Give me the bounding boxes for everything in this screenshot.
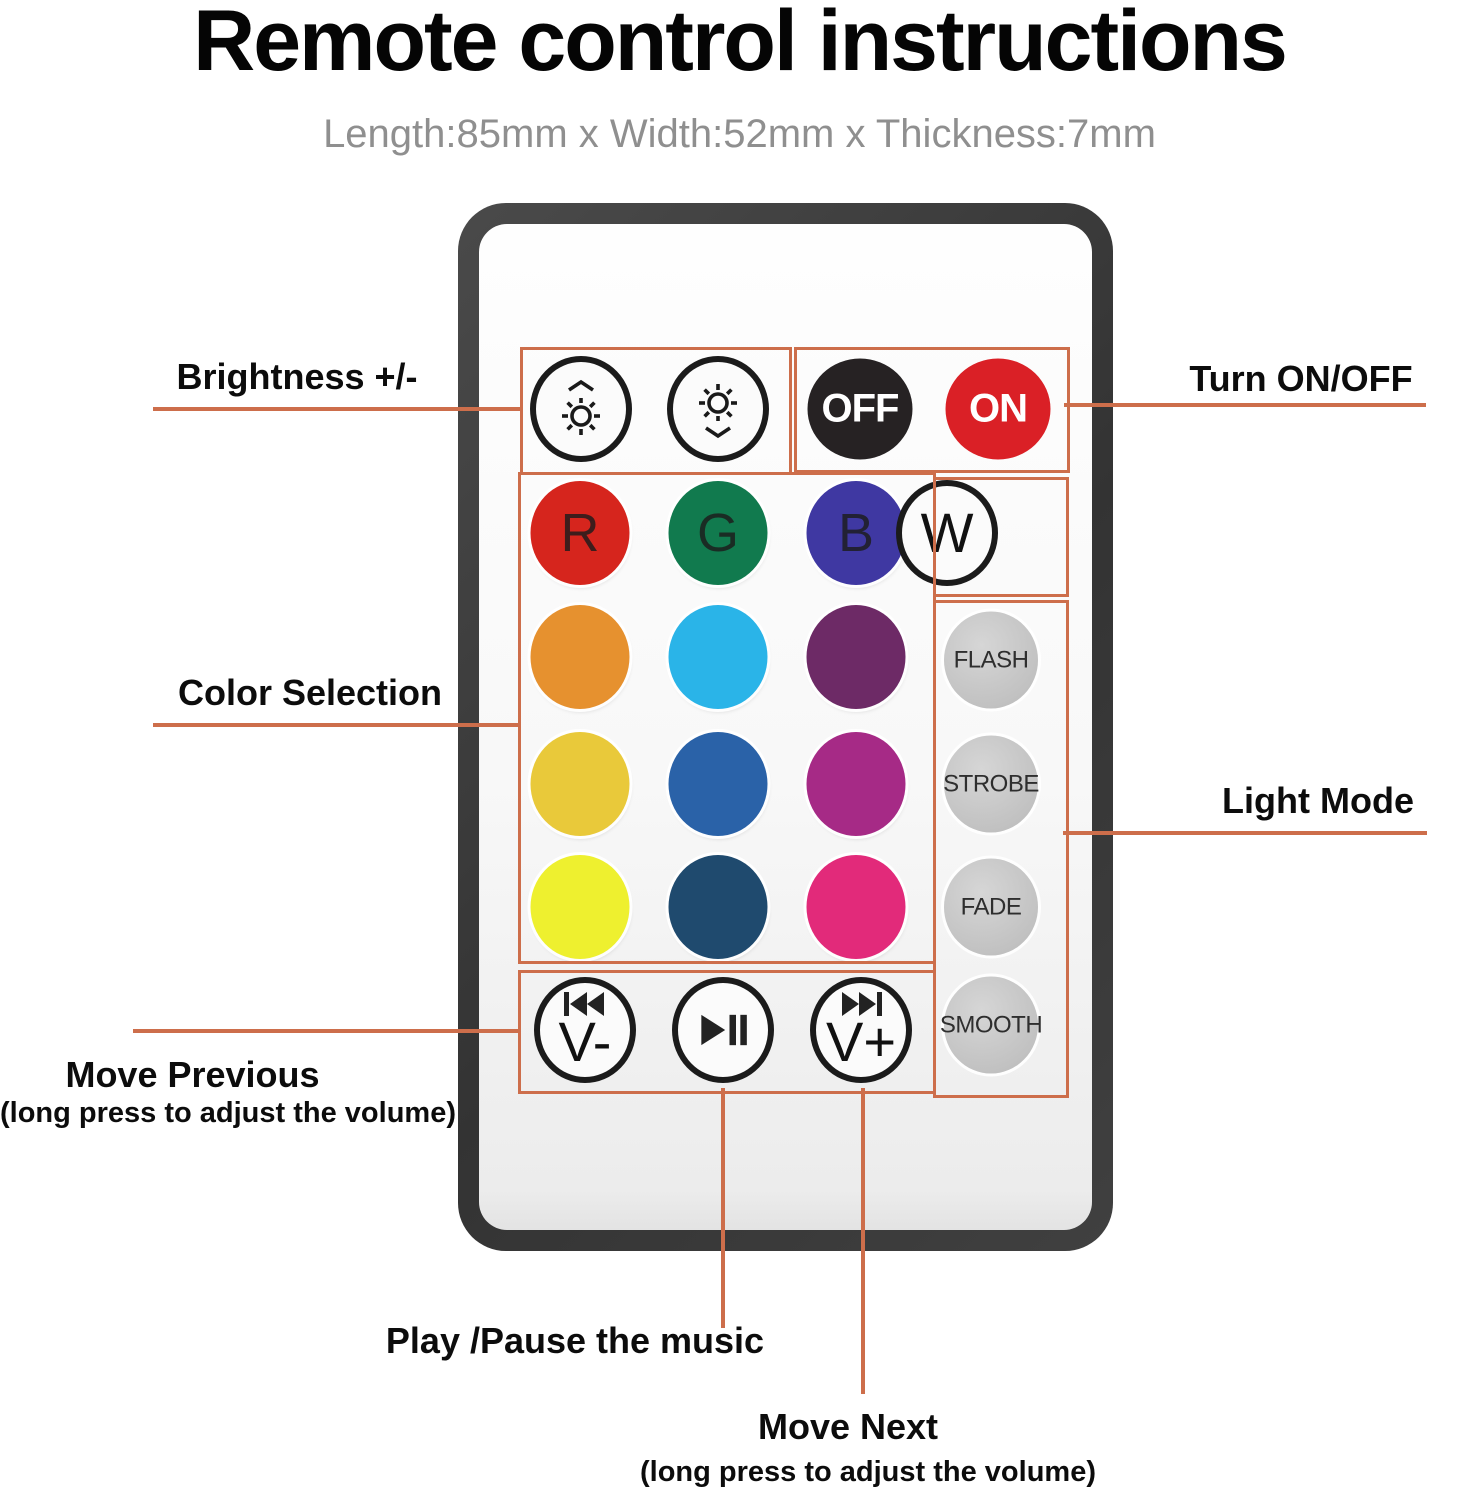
skip-previous-icon xyxy=(564,992,604,1016)
power-group-outline xyxy=(794,347,1070,473)
power-pointer-line xyxy=(1064,403,1426,407)
color-button-gold[interactable] xyxy=(530,732,630,836)
brightness-pointer-line xyxy=(153,407,520,411)
color-button-white[interactable]: W xyxy=(896,480,998,586)
volume-up-label: V+ xyxy=(825,1010,897,1073)
sun-arrow-up-icon xyxy=(562,379,600,435)
color-button-yellow[interactable] xyxy=(530,855,630,959)
color-button-green[interactable]: G xyxy=(668,481,768,585)
next-track-button[interactable]: V+ xyxy=(810,977,912,1083)
brightness-down-button[interactable] xyxy=(667,356,769,462)
white-button-outline xyxy=(933,477,1069,597)
skip-next-icon xyxy=(842,992,882,1016)
fade-mode-button[interactable]: FADE xyxy=(944,858,1038,956)
move-previous-sublabel: (long press to adjust the volume) xyxy=(0,1097,456,1129)
smooth-mode-label: SMOOTH xyxy=(939,1011,1043,1038)
brightness-label: Brightness +/- xyxy=(176,356,418,397)
move-next-sublabel: (long press to adjust the volume) xyxy=(640,1456,1096,1488)
smooth-mode-button[interactable]: SMOOTH xyxy=(940,976,1043,1074)
light-mode-pointer-line xyxy=(1063,831,1427,835)
color-button-medium-blue[interactable] xyxy=(668,732,768,836)
white-button-label: W xyxy=(920,501,974,564)
move-previous-pointer-line xyxy=(133,1029,518,1033)
color-button-sky-blue[interactable] xyxy=(668,605,768,709)
move-next-label: Move Next xyxy=(757,1406,939,1447)
dimensions-subtitle: Length:85mm x Width:52mm x Thickness:7mm xyxy=(323,112,1156,156)
color-selection-label: Color Selection xyxy=(177,672,443,713)
play-pause-icon xyxy=(701,1014,747,1046)
light-mode-label: Light Mode xyxy=(1222,780,1414,821)
color-selection-group-outline xyxy=(518,472,936,964)
color-button-navy[interactable] xyxy=(668,855,768,959)
light-mode-group-outline xyxy=(933,600,1069,1098)
brightness-group-outline xyxy=(520,347,792,475)
play-pause-pointer-line xyxy=(721,1088,725,1328)
sun-arrow-down-icon xyxy=(699,384,737,439)
brightness-up-button[interactable] xyxy=(530,356,632,462)
color-button-pink[interactable] xyxy=(806,855,906,959)
volume-down-label: V- xyxy=(558,1010,612,1073)
color-button-blue[interactable]: B xyxy=(806,481,906,585)
color-button-red[interactable]: R xyxy=(530,481,630,585)
blue-button-label: B xyxy=(837,503,875,563)
color-button-magenta[interactable] xyxy=(806,732,906,836)
power-off-label: OFF xyxy=(821,386,900,431)
previous-track-button[interactable]: V- xyxy=(534,977,636,1083)
flash-mode-label: FLASH xyxy=(953,646,1029,673)
page-title: Remote control instructions xyxy=(193,0,1288,89)
play-pause-label: Play /Pause the music xyxy=(385,1320,765,1361)
move-previous-label: Move Previous xyxy=(65,1054,320,1095)
media-group-outline xyxy=(518,970,936,1094)
move-next-pointer-line xyxy=(861,1088,865,1394)
power-on-label: ON xyxy=(969,386,1028,431)
red-button-label: R xyxy=(560,503,600,563)
color-selection-pointer-line xyxy=(153,723,518,727)
flash-mode-button[interactable]: FLASH xyxy=(944,611,1038,709)
play-pause-button[interactable] xyxy=(672,977,774,1083)
turn-on-off-label: Turn ON/OFF xyxy=(1189,358,1413,399)
power-off-button[interactable]: OFF xyxy=(807,358,913,460)
strobe-mode-label: STROBE xyxy=(943,770,1039,797)
fade-mode-label: FADE xyxy=(960,893,1022,920)
strobe-mode-button[interactable]: STROBE xyxy=(943,735,1039,833)
color-button-orange[interactable] xyxy=(530,605,630,709)
color-button-plum[interactable] xyxy=(806,605,906,709)
green-button-label: G xyxy=(696,503,739,563)
power-on-button[interactable]: ON xyxy=(945,358,1051,460)
